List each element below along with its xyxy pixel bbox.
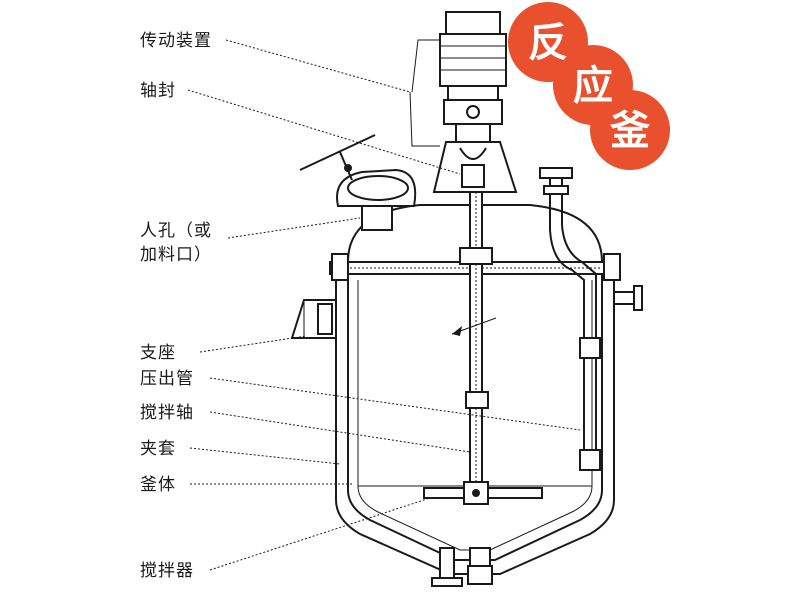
leader-outlet bbox=[209, 377, 581, 431]
label-manhole-line1: 人孔（或 bbox=[140, 221, 212, 241]
coupling-housing bbox=[455, 123, 491, 143]
leader-agitator bbox=[209, 497, 431, 571]
leader-drive-bracket bbox=[409, 91, 440, 147]
label-agitator: 搅拌器 bbox=[140, 561, 194, 581]
label-jacket: 夹套 bbox=[140, 439, 176, 459]
flow-arrow bbox=[451, 317, 497, 336]
reactor-drawing bbox=[290, 11, 643, 587]
side-nozzle bbox=[613, 285, 643, 311]
agitator-shaft bbox=[459, 191, 493, 493]
motor-body bbox=[439, 33, 507, 87]
support-lug bbox=[290, 299, 337, 339]
badge-char-2: 应 bbox=[573, 62, 613, 109]
leader-drive bbox=[225, 39, 411, 93]
label-outlet-pipe: 压出管 bbox=[140, 369, 194, 389]
bottom-outlets bbox=[431, 547, 493, 587]
manhole bbox=[299, 134, 417, 231]
outlet-pipe bbox=[539, 167, 601, 471]
label-manhole-line2: 加料口） bbox=[140, 245, 212, 265]
badge-char-3: 釜 bbox=[609, 107, 650, 154]
labels: 传动装置 轴封 人孔（或 加料口） 支座 压出管 搅拌轴 夹套 釜体 搅拌器 bbox=[140, 31, 212, 581]
shaft-seal-box bbox=[461, 164, 485, 188]
gear-hub bbox=[466, 105, 480, 119]
leader-lines bbox=[187, 39, 581, 571]
agitator-impeller bbox=[423, 481, 543, 505]
leader-jacket bbox=[189, 447, 341, 465]
gearbox bbox=[443, 99, 503, 125]
leader-seal bbox=[187, 89, 461, 175]
label-body: 釜体 bbox=[140, 475, 176, 495]
label-seal: 轴封 bbox=[140, 81, 176, 101]
gearbox-top bbox=[447, 85, 499, 101]
coupling bbox=[459, 147, 487, 160]
leader-support bbox=[199, 335, 307, 353]
title-badge: 反 应 釜 bbox=[508, 2, 670, 170]
badge-circle-3 bbox=[590, 90, 670, 170]
leader-shaft bbox=[209, 411, 471, 453]
motor-cap bbox=[445, 11, 501, 35]
label-drive: 传动装置 bbox=[140, 31, 212, 51]
drive-unit bbox=[432, 11, 518, 193]
label-support: 支座 bbox=[140, 343, 176, 363]
label-shaft: 搅拌轴 bbox=[140, 403, 194, 423]
leader-manhole bbox=[227, 217, 361, 239]
badge-char-1: 反 bbox=[528, 19, 568, 66]
